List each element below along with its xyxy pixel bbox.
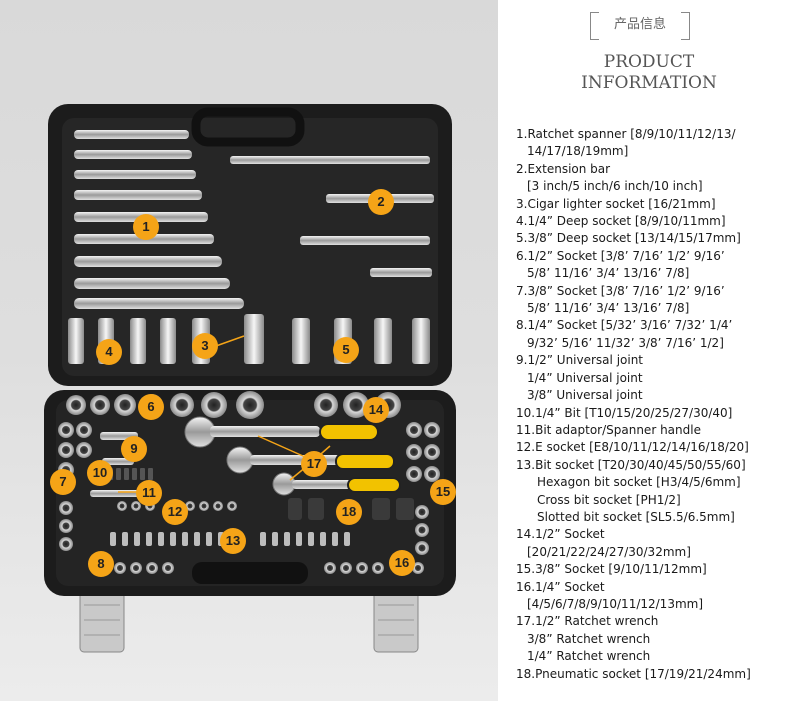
spec-line: 8.1/4” Socket [5/32’ 3/16’ 7/32’ 1/4’	[516, 318, 733, 333]
marker-7: 7	[50, 469, 76, 495]
spec-line: 9/32’ 5/16’ 11/32’ 3/8’ 7/16’ 1/2]	[527, 335, 724, 350]
spec-line: 3/8” Universal joint	[527, 388, 643, 403]
spec-line: [20/21/22/24/27/30/32mm]	[527, 544, 691, 559]
spec-line: 4.1/4” Deep socket [8/9/10/11mm]	[516, 214, 726, 229]
spec-line: Slotted bit socket [SL5.5/6.5mm]	[537, 509, 735, 524]
tool-case-illustration	[44, 104, 456, 653]
spec-line: 7.3/8” Socket [3/8’ 7/16’ 1/2’ 9/16’	[516, 283, 725, 298]
marker-4: 4	[96, 339, 122, 365]
marker-12: 12	[162, 499, 188, 525]
spec-line: 5/8’ 11/16’ 3/4’ 13/16’ 7/8]	[527, 301, 690, 316]
spec-line: [3 inch/5 inch/6 inch/10 inch]	[527, 179, 703, 194]
spec-line: 10.1/4” Bit [T10/15/20/25/27/30/40]	[516, 405, 733, 420]
marker-2: 2	[368, 189, 394, 215]
spec-line: 14/17/18/19mm]	[527, 144, 629, 159]
product-info-panel: 产品信息 PRODUCT INFORMATION 1.Ratchet spann…	[498, 0, 800, 701]
marker-11: 11	[136, 480, 162, 506]
spec-line: [4/5/6/7/8/9/10/11/12/13mm]	[527, 596, 704, 611]
spec-line: 11.Bit adaptor/Spanner handle	[516, 422, 701, 437]
spec-line: 15.3/8” Socket [9/10/11/12mm]	[516, 562, 707, 577]
marker-18: 18	[336, 499, 362, 525]
spec-line: 1.Ratchet spanner [8/9/10/11/12/13/	[516, 127, 736, 141]
cn-title: 产品信息	[590, 12, 690, 40]
spec-line: 13.Bit socket [T20/30/40/45/50/55/60]	[516, 457, 746, 472]
spec-line: 2.Extension bar	[516, 161, 611, 176]
marker-15: 15	[430, 479, 456, 505]
spec-line: 9.1/2” Universal joint	[516, 353, 644, 368]
spec-line: 5/8’ 11/16’ 3/4’ 13/16’ 7/8]	[527, 266, 690, 281]
spec-line: 16.1/4” Socket	[516, 579, 605, 594]
marker-13: 13	[220, 528, 246, 554]
spec-list: 1.Ratchet spanner [8/9/10/11/12/13/14/17…	[516, 126, 798, 683]
marker-8: 8	[88, 551, 114, 577]
marker-10: 10	[87, 460, 113, 486]
en-title-line2: INFORMATION	[581, 73, 717, 93]
marker-3: 3	[192, 333, 218, 359]
en-title: PRODUCT INFORMATION	[538, 52, 760, 94]
spec-line: 14.1/2” Socket	[516, 527, 605, 542]
marker-1: 1	[133, 214, 159, 240]
spec-line: 6.1/2” Socket [3/8’ 7/16’ 1/2’ 9/16’	[516, 248, 725, 263]
marker-6: 6	[138, 394, 164, 420]
en-title-line1: PRODUCT	[603, 52, 695, 72]
marker-16: 16	[389, 550, 415, 576]
product-photo: 1 2 3 4 5 6 7 8 9 10 11 12 13 14 15 16 1…	[0, 0, 498, 701]
spec-line: 5.3/8” Deep socket [13/14/15/17mm]	[516, 231, 741, 246]
spec-line: 3.Cigar lighter socket [16/21mm]	[516, 196, 716, 211]
spec-line: 12.E socket [E8/10/11/12/14/16/18/20]	[516, 440, 749, 455]
spec-line: 3/8” Ratchet wrench	[527, 631, 651, 646]
spec-line: 1/4” Universal joint	[527, 370, 643, 385]
spec-line: 17.1/2” Ratchet wrench	[516, 614, 659, 629]
marker-17: 17	[301, 451, 327, 477]
marker-9: 9	[121, 436, 147, 462]
spec-line: Hexagon bit socket [H3/4/5/6mm]	[537, 475, 741, 490]
spec-line: 18.Pneumatic socket [17/19/21/24mm]	[516, 666, 751, 681]
marker-14: 14	[363, 397, 389, 423]
marker-5: 5	[333, 337, 359, 363]
spec-line: Cross bit socket [PH1/2]	[537, 492, 681, 507]
spec-line: 1/4” Ratchet wrench	[527, 649, 651, 664]
